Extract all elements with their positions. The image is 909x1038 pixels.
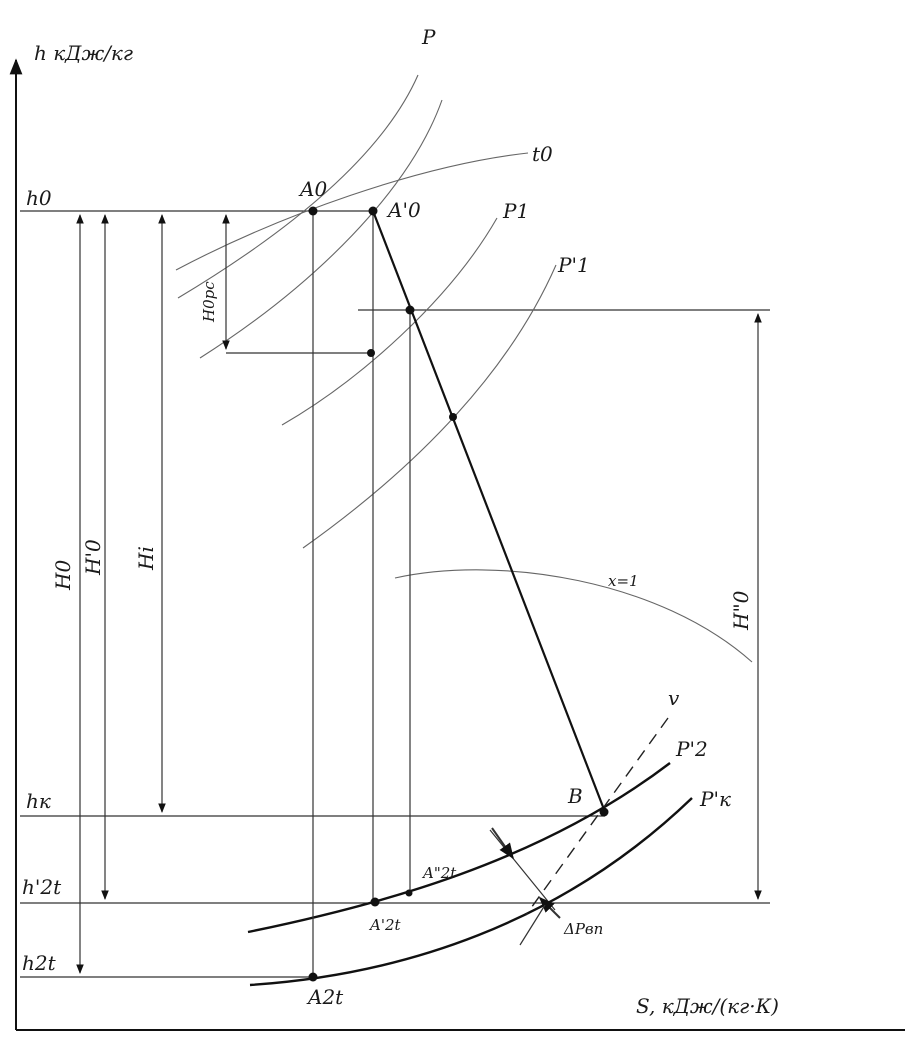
- label-h2t-prime: h'2t: [22, 875, 62, 899]
- label-curve-p2-prime: P'2: [675, 737, 708, 761]
- label-curve-x1: x=1: [608, 572, 639, 590]
- point-b: [599, 807, 609, 817]
- x-axis-label: S, кДж/(кг·К): [636, 994, 779, 1018]
- label-dim-h0: H0: [51, 560, 75, 591]
- point-h0pc: [367, 349, 375, 357]
- curve-pk-prime: [249, 797, 693, 987]
- curve-p2-prime: [247, 762, 671, 934]
- label-point-a0-prime: A'0: [386, 198, 421, 222]
- label-curve-t0: t0: [532, 142, 553, 166]
- label-point-a2t-dprime: A"2t: [421, 864, 457, 882]
- delta-p-line: [489, 829, 556, 911]
- point-a2t-dprime: [405, 889, 413, 897]
- point-a0: [308, 206, 318, 216]
- label-point-a0: A0: [298, 177, 327, 201]
- label-delta-p: ΔPвп: [563, 920, 603, 938]
- delta-p-arrow-upper: [491, 827, 514, 860]
- label-curve-p1: P1: [502, 199, 529, 223]
- label-dim-h0pc: H0pc: [200, 281, 218, 323]
- label-point-b: B: [567, 784, 583, 808]
- label-hk: hк: [26, 789, 51, 813]
- label-h2t: h2t: [22, 951, 57, 975]
- label-h0: h0: [26, 186, 52, 210]
- y-axis-label: h кДж/кг: [34, 41, 133, 65]
- delta-p-arrow-lower: [538, 896, 561, 919]
- label-curve-p: P: [421, 25, 436, 49]
- label-dim-h0-dprime: H"0: [729, 590, 753, 631]
- curve-p1: [281, 217, 498, 426]
- label-point-a2t-prime: A'2t: [368, 916, 401, 934]
- label-dim-hi: Hi: [134, 546, 158, 571]
- point-a2t-prime: [370, 897, 380, 907]
- label-point-a2t: A2t: [306, 985, 344, 1009]
- label-curve-pk-prime: P'к: [699, 787, 731, 811]
- delta-p-tick: [519, 904, 546, 946]
- point-p1-prime-cross: [405, 305, 415, 315]
- expansion-line-a0prime-b: [371, 210, 607, 813]
- curve-p-second: [199, 99, 443, 359]
- label-curve-p1-prime: P'1: [557, 253, 590, 277]
- label-curve-v: v: [668, 686, 680, 710]
- curve-v-dashed: [525, 717, 669, 916]
- curve-t0: [175, 152, 529, 271]
- curve-p: [177, 74, 419, 299]
- point-a2t: [308, 972, 318, 982]
- curve-x1: [394, 569, 753, 663]
- point-a0-prime: [368, 206, 378, 216]
- point-p1-cross: [449, 413, 457, 421]
- label-dim-h0-prime: H'0: [81, 539, 105, 576]
